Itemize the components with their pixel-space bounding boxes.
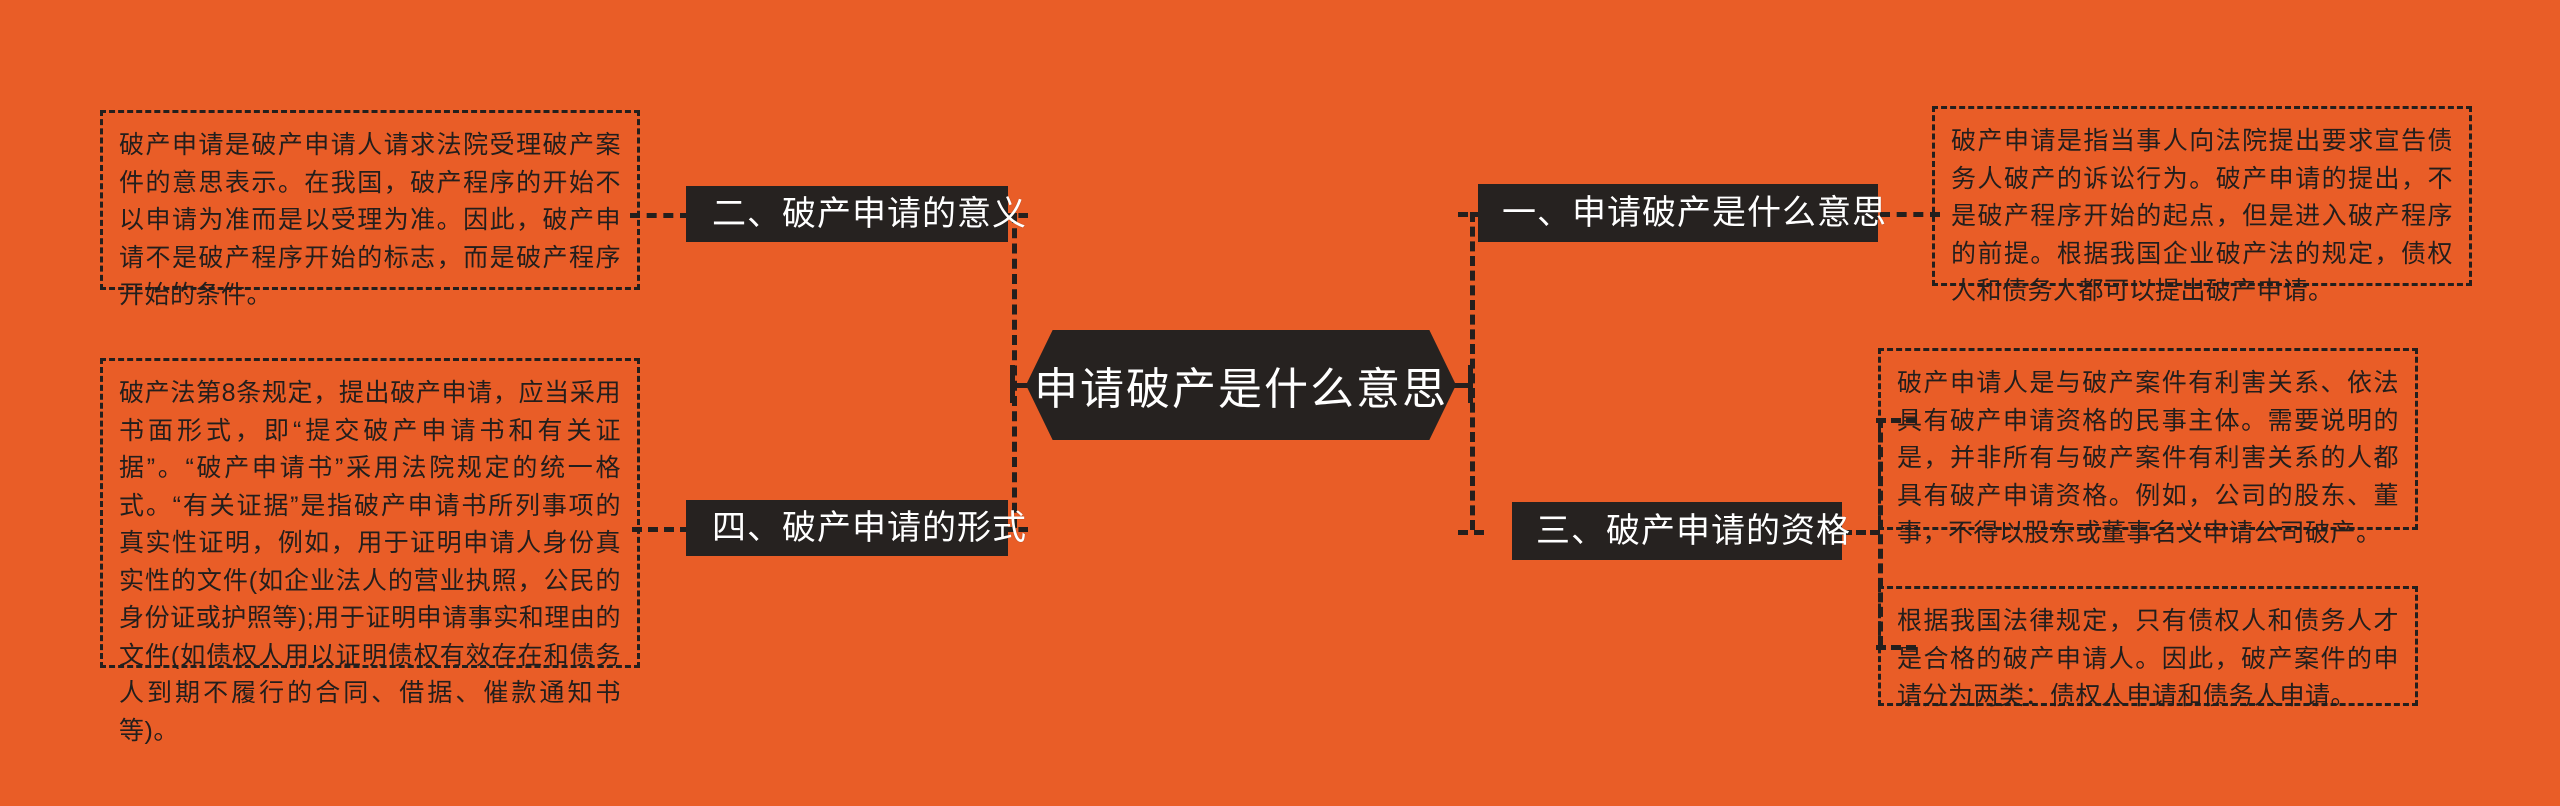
connector-center-left-tick [1010,365,1015,403]
connector-branch-3-to-detail-upper [1876,418,1916,423]
center-node-title: 申请破产是什么意思 [1034,365,1448,414]
connector-branch-1-to-spine [1458,212,1484,217]
branch-node-1-label: 一、申请破产是什么意思 [1502,194,1887,232]
connector-branch-3-to-detail-lower [1876,645,1916,650]
branch-node-4[interactable]: 四、破产申请的形式 [686,500,1026,556]
branch-node-2[interactable]: 二、破产申请的意义 [686,186,1026,242]
branch-node-2-label: 二、破产申请的意义 [712,195,1027,233]
connector-branch-4-to-detail [632,527,690,532]
branch-node-4-label: 四、破产申请的形式 [712,509,1027,547]
connector-branch-3-stub [1842,530,1880,535]
connector-branch-2-to-spine [1004,213,1028,218]
connector-center-right-tick [1468,365,1473,403]
detail-branch-3-lower: 根据我国法律规定，只有债权人和债务人才是合格的破产申请人。因此，破产案件的申请分… [1878,586,2418,710]
branch-node-3-label: 三、破产申请的资格 [1536,512,1851,550]
connector-center-right-stub [1440,383,1472,388]
connector-branch-3-to-spine [1458,530,1484,535]
branch-node-3[interactable]: 三、破产申请的资格 [1512,502,1850,560]
connector-branch-2-to-detail [630,213,690,218]
connector-branch-4-to-spine [1004,527,1028,532]
detail-branch-2: 破产申请是破产申请人请求法院受理破产案件的意思表示。在我国，破产程序的开始不以申… [100,110,640,309]
center-node[interactable]: 申请破产是什么意思 [1026,330,1456,440]
connector-branch-3-detail-spine [1878,418,1883,646]
detail-branch-4: 破产法第8条规定，提出破产申请，应当采用书面形式，即“提交破产申请书和有关证据”… [100,358,640,745]
branch-node-1[interactable]: 一、申请破产是什么意思 [1478,184,1886,242]
detail-branch-3-upper: 破产申请人是与破产案件有利害关系、依法具有破产申请资格的民事主体。需要说明的是，… [1878,348,2418,547]
detail-branch-1: 破产申请是指当事人向法院提出要求宣告债务人破产的诉讼行为。破产申请的提出，不是破… [1932,106,2472,305]
connector-branch-1-to-detail [1880,212,1940,217]
